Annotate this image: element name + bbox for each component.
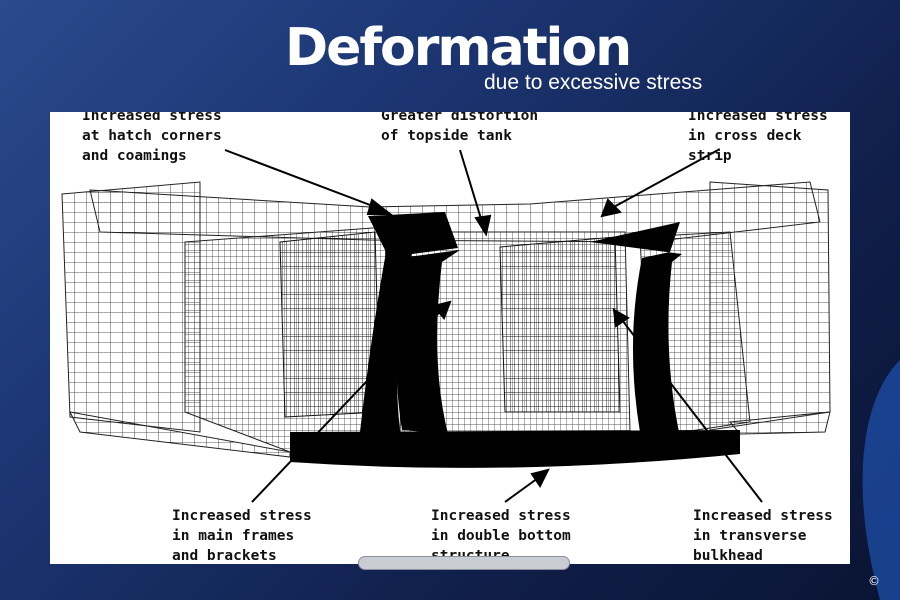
decorative-swoosh [862,360,900,600]
callout-arrows [224,149,763,503]
center-hold-frames [499,236,621,413]
double-bottom-stress [290,430,740,468]
left-bulkhead-stress [366,210,460,434]
left-hull-block [61,181,201,433]
hull-mesh-drawing [61,149,831,503]
left-transverse-frame [360,212,458,432]
copyright-mark: © [868,574,880,588]
slide-subtitle: due to excessive stress [484,71,703,94]
right-lower-shell [729,411,831,435]
slide-title: Deformation [285,18,632,78]
label-topside-tank: Greater distortion of topside tank [381,112,539,144]
right-transverse-frame [590,222,682,437]
label-hatch-corners: Increased stress at hatch corners and co… [82,112,222,164]
label-cross-deck-strip: Increased stress in cross deck strip [688,112,828,164]
slide-nav-bar[interactable] [358,556,570,570]
label-double-bottom: Increased stress in double bottom struct… [431,508,571,564]
label-main-frames: Increased stress in main frames and brac… [172,508,312,564]
deck-top [89,181,821,243]
deformation-diagram: Increased stress at hatch corners and co… [50,112,850,564]
label-transverse-bulkhead: Increased stress in transverse bulkhead [693,508,833,564]
left-hold-frames [279,231,381,418]
